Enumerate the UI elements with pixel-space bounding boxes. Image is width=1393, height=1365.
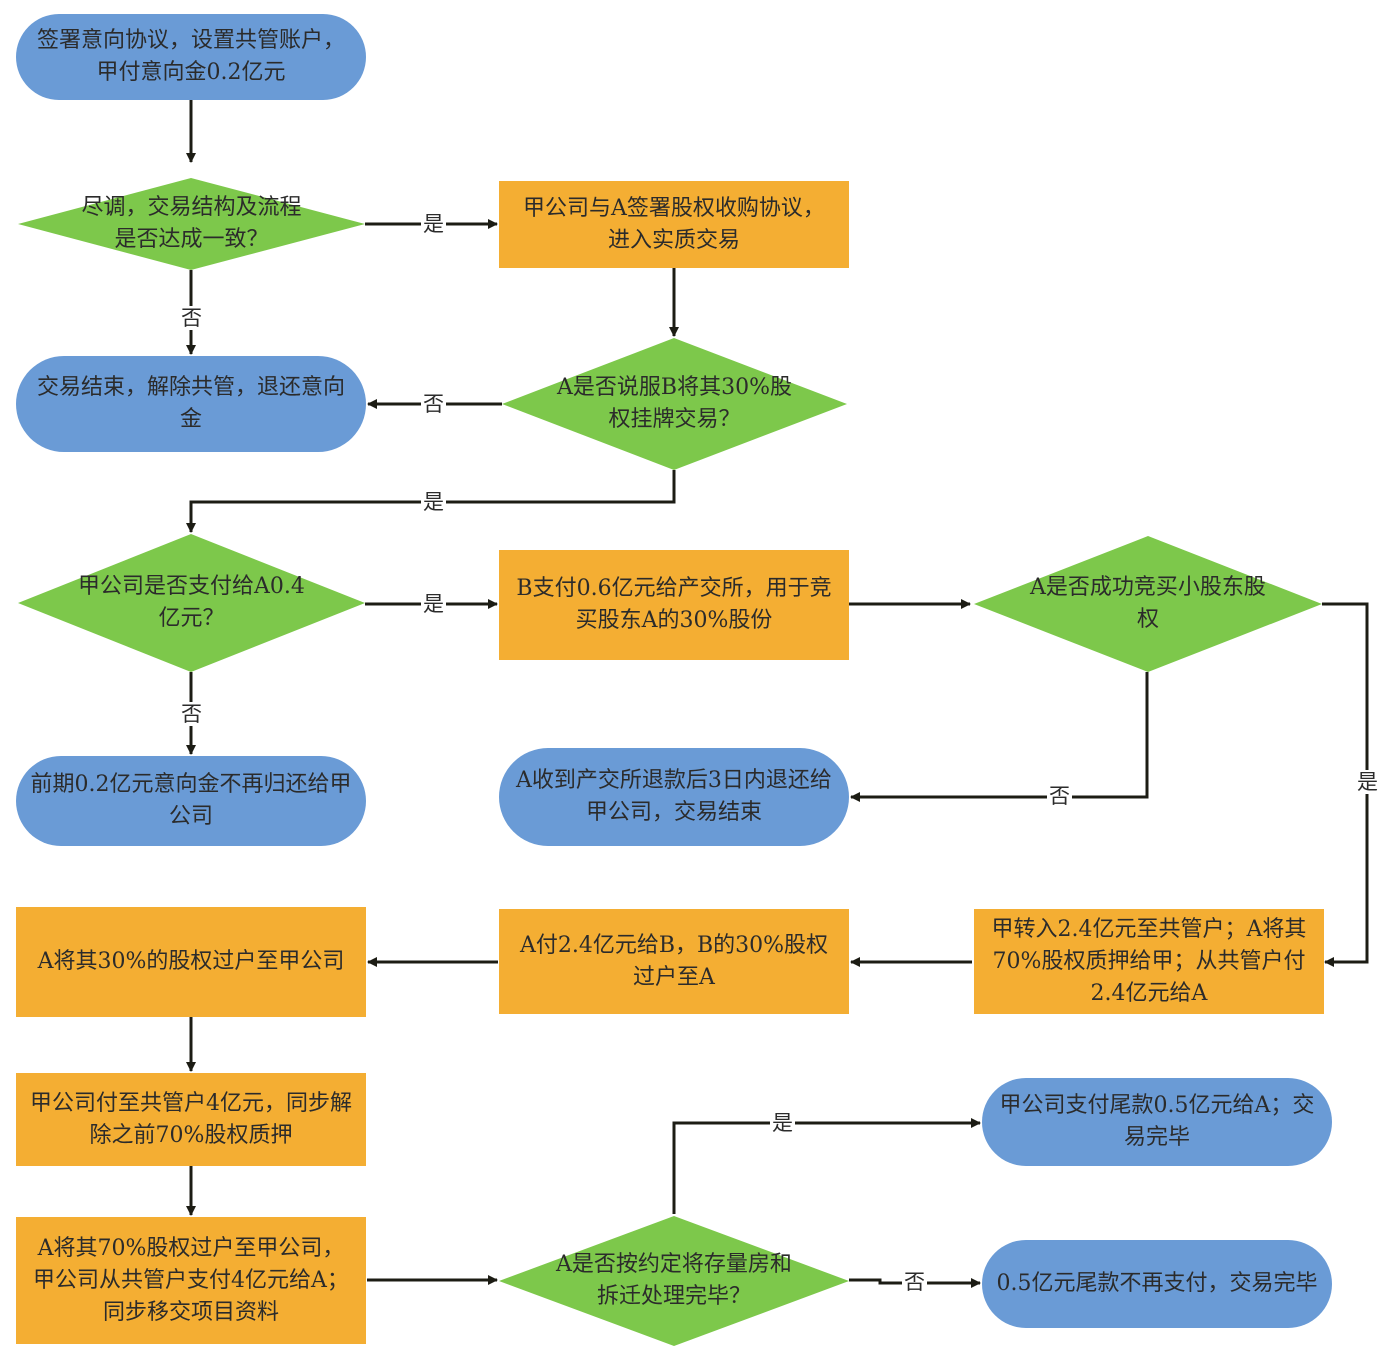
end-node-final-payment-text: 甲公司支付尾款0.5亿元给A；交易完毕	[999, 1093, 1315, 1150]
decision-housing-text: A是否按约定将存量房和拆迁处理完毕？	[556, 1252, 792, 1309]
process-transfer-70-text: A将其70%股权过户至甲公司，甲公司从共管户支付4亿元给A；同步移交项目资料	[33, 1235, 349, 1325]
edge-label-yes: 是	[421, 490, 446, 514]
decision-auction: A是否成功竞买小股东股权	[974, 536, 1322, 672]
decision-due-diligence: 尽调，交易结构及流程是否达成一致？	[18, 178, 365, 270]
process-a-pays-b: A付2.4亿元给B，B的30%股权过户至A	[499, 909, 849, 1014]
process-sign-agreement-text: 甲公司与A签署股权收购协议，进入实质交易	[523, 195, 825, 253]
end-node-no-payment-text: 0.5亿元尾款不再支付，交易完毕	[996, 1271, 1318, 1296]
start-node: 签署意向协议，设置共管账户，甲付意向金0.2亿元	[16, 14, 366, 100]
diamond-shape	[499, 1216, 849, 1346]
process-transfer-70: A将其70%股权过户至甲公司，甲公司从共管户支付4亿元给A；同步移交项目资料	[16, 1217, 366, 1344]
diamond-shape	[974, 536, 1322, 672]
end-node-forfeit-text: 前期0.2亿元意向金不再归还给甲公司	[30, 772, 352, 829]
edge-label-no: 否	[1047, 784, 1072, 808]
process-transfer-30: A将其30%的股权过户至甲公司	[16, 907, 366, 1017]
decision-pay-04-text: 甲公司是否支付给A0.4亿元？	[78, 574, 305, 631]
decision-due-diligence-text: 尽调，交易结构及流程是否达成一致？	[81, 195, 302, 252]
process-transfer-30-text: A将其30%的股权过户至甲公司	[37, 949, 345, 974]
process-b-pays: B支付0.6亿元给产交所，用于竞买股东A的30%股份	[499, 550, 849, 660]
process-pledge: 甲转入2.4亿元至共管户；A将其70%股权质押给甲；从共管户付2.4亿元给A	[974, 909, 1324, 1014]
edge-label-no: 否	[179, 306, 204, 330]
process-b-pays-text: B支付0.6亿元给产交所，用于竞买股东A的30%股份	[516, 576, 832, 633]
process-escrow-4: 甲公司付至共管户4亿元，同步解除之前70%股权质押	[16, 1073, 366, 1166]
edge-label-no: 否	[179, 702, 204, 726]
decision-listing: A是否说服B将其30%股权挂牌交易？	[502, 338, 847, 470]
end-node-no-payment: 0.5亿元尾款不再支付，交易完毕	[982, 1240, 1332, 1328]
end-node-refund-text: 交易结束，解除共管，退还意向金	[36, 375, 345, 432]
edge-label-yes: 是	[1355, 770, 1380, 794]
end-node-refund: 交易结束，解除共管，退还意向金	[16, 356, 366, 452]
end-node-auction-refund-text: A收到产交所退款后3日内退还给甲公司，交易结束	[516, 768, 832, 825]
process-sign-agreement: 甲公司与A签署股权收购协议，进入实质交易	[499, 181, 849, 268]
decision-housing: A是否按约定将存量房和拆迁处理完毕？	[499, 1216, 849, 1346]
decision-listing-text: A是否说服B将其30%股权挂牌交易？	[557, 375, 792, 432]
decision-pay-04: 甲公司是否支付给A0.4亿元？	[18, 534, 365, 672]
end-node-final-payment: 甲公司支付尾款0.5亿元给A；交易完毕	[982, 1078, 1332, 1166]
edge-label-yes: 是	[421, 592, 446, 616]
end-node-auction-refund: A收到产交所退款后3日内退还给甲公司，交易结束	[499, 748, 849, 846]
start-node-text: 签署意向协议，设置共管账户，甲付意向金0.2亿元	[36, 28, 345, 85]
diamond-shape	[18, 178, 365, 270]
decision-auction-text: A是否成功竞买小股东股权	[1030, 575, 1266, 632]
edge-label-no: 否	[902, 1270, 927, 1294]
edge-label-yes: 是	[421, 212, 446, 236]
diamond-shape	[18, 534, 365, 672]
process-pledge-text: 甲转入2.4亿元至共管户；A将其70%股权质押给甲；从共管户付2.4亿元给A	[991, 916, 1307, 1006]
end-node-forfeit: 前期0.2亿元意向金不再归还给甲公司	[16, 756, 366, 846]
process-a-pays-b-text: A付2.4亿元给B，B的30%股权过户至A	[519, 932, 829, 990]
edge-label-yes: 是	[770, 1111, 795, 1135]
process-escrow-4-text: 甲公司付至共管户4亿元，同步解除之前70%股权质押	[30, 1090, 352, 1148]
edge-label-no: 否	[421, 392, 446, 416]
diamond-shape	[502, 338, 847, 470]
